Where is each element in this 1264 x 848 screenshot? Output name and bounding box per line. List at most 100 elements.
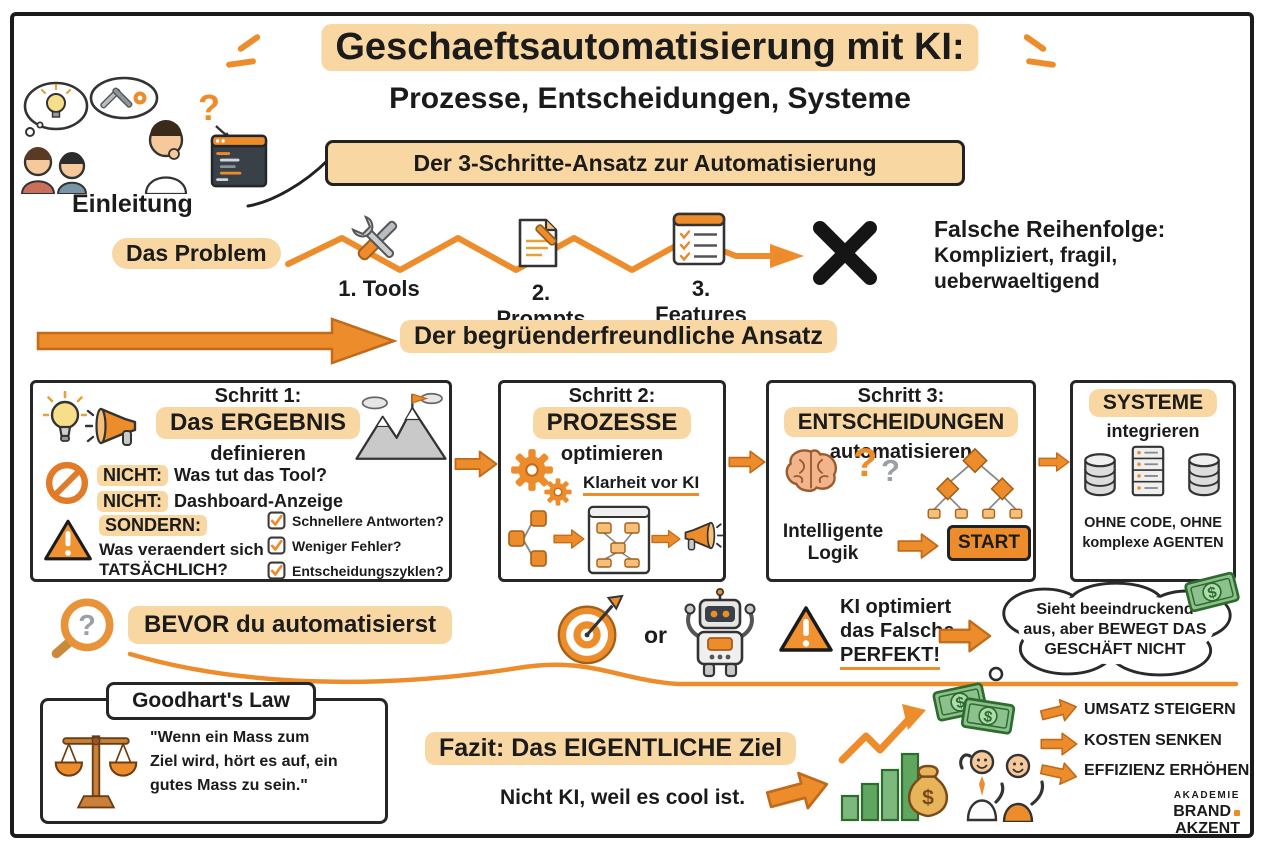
step1-title: Das ERGEBNIS	[155, 407, 361, 439]
step1-nicht1-text: Was tut das Tool?	[174, 465, 327, 485]
step-arrow-icon	[454, 446, 498, 482]
or-label: or	[644, 622, 667, 648]
fazit-subtitle: Nicht KI, weil es cool ist.	[500, 786, 746, 809]
wrong-order-line2: ueberwaeltigend	[934, 270, 1100, 293]
tools-icon	[348, 212, 406, 270]
step3-heading: Schritt 3:	[857, 385, 945, 407]
step2-note: Klarheit vor KI	[583, 473, 700, 496]
step1-box: Schritt 1: Das ERGEBNIS definieren NICHT…	[30, 380, 452, 582]
arrow-icon	[897, 529, 939, 563]
outcome-arrow-icon	[1040, 731, 1078, 757]
outcome-umsatz: UMSATZ STEIGERN	[1084, 701, 1236, 718]
intro-question-mark: ?	[198, 87, 220, 128]
step4-box: SYSTEME integrieren OHNE CODE, OHNE komp…	[1070, 380, 1236, 582]
dollar-bill-icon	[960, 696, 1016, 736]
goodhart-quote-line3: gutes Mass zu sein."	[150, 777, 308, 794]
outcome-effizienz: EFFIZIENZ ERHÖHEN	[1084, 762, 1250, 779]
lightbulb-icon	[43, 391, 87, 443]
intro-illustration: ?	[20, 76, 268, 194]
approach-label: Der begrüenderfreundliche Ansatz	[400, 320, 837, 353]
title-spark-icon	[236, 33, 262, 53]
intro-label: Einleitung	[72, 190, 193, 218]
bevor-warn-line3: PERFEKT!	[840, 644, 940, 670]
bubble-line1: Sieht beeindruckend	[1036, 601, 1194, 618]
brand-logo: AKADEMIE BRAND AKZENT	[1128, 788, 1240, 837]
scales-icon	[52, 726, 140, 814]
checkbox-icon	[267, 511, 286, 530]
question-mark: ?	[853, 441, 878, 485]
step4-note-line2: komplexe AGENTEN	[1082, 535, 1224, 551]
question-mark: ?	[881, 453, 900, 488]
title-spark-icon	[1022, 33, 1048, 53]
step1-nicht-label: NICHT:	[97, 465, 168, 486]
logo-mid: BRAND	[1173, 803, 1231, 820]
celebrating-people-icon	[952, 738, 1048, 822]
goodhart-quote-line1: "Wenn ein Mass zum	[150, 729, 310, 746]
database-icon	[1081, 451, 1119, 497]
step1-check-item: Weniger Fehler?	[292, 537, 402, 554]
step3-subtitle: automatisieren	[829, 441, 973, 463]
no-sign-icon	[45, 461, 89, 505]
server-icon	[1131, 443, 1165, 499]
bevor-label: BEVOR du automatisierst	[128, 606, 453, 644]
warning-icon	[43, 517, 93, 563]
swoosh-line	[127, 651, 1239, 687]
decision-tree-icon	[927, 447, 1023, 519]
step2-title: PROZESSE	[532, 407, 692, 439]
magnifier-icon	[44, 590, 124, 670]
step2-box: Schritt 2: PROZESSE optimieren Klarheit …	[498, 380, 726, 582]
step1-subtitle: definieren	[210, 443, 306, 465]
page-subtitle: Prozesse, Entscheidungen, Systeme	[389, 82, 911, 115]
step1-nicht-label: NICHT:	[97, 491, 168, 512]
bevor-warn-line1: KI optimiert	[840, 596, 952, 618]
connector-curve	[246, 158, 330, 208]
problem-label: Das Problem	[112, 238, 281, 269]
step1-sondern-line2: TATSÄCHLICH?	[99, 560, 228, 579]
checkbox-icon	[267, 536, 286, 555]
prompt-document-icon	[514, 216, 560, 270]
big-arrow-icon	[36, 317, 398, 365]
outcome-kosten: KOSTEN SENKEN	[1084, 732, 1222, 749]
step1-sondern-label: SONDERN:	[99, 515, 208, 536]
step-arrow-icon	[1038, 448, 1070, 476]
logo-top: AKADEMIE	[1173, 790, 1240, 801]
step1-check-item: Entscheidungszyklen?	[292, 562, 444, 579]
money-bag-icon	[902, 764, 954, 820]
logo-accent-icon	[1234, 810, 1240, 816]
three-step-banner: Der 3-Schritte-Ansatz zur Automatisierun…	[325, 140, 965, 186]
step1-nicht2-text: Dashboard-Anzeige	[174, 491, 344, 511]
process-flow-illustration	[508, 505, 723, 575]
features-checklist-icon	[672, 212, 726, 266]
problem-item-tools: 1. Tools	[338, 276, 420, 301]
step1-sondern-line1: Was veraendert sich	[99, 540, 264, 559]
step1-heading: Schritt 1:	[214, 385, 302, 407]
bubble-line2: aus, aber BEWEGT DAS	[1023, 621, 1207, 638]
brain-icon	[781, 447, 841, 495]
bubble-line3: GESCHÄFT NICHT	[1044, 641, 1186, 658]
warning-icon	[778, 604, 834, 654]
step2-heading: Schritt 2:	[568, 385, 656, 407]
mountain-flag-icon	[353, 387, 449, 465]
x-mark-icon	[813, 221, 877, 285]
step1-check-item: Schnellere Antworten?	[292, 512, 444, 529]
arrow-icon	[761, 762, 834, 821]
step4-title: SYSTEME	[1088, 389, 1218, 417]
robot-icon	[678, 588, 762, 680]
step3-note-line1: Intelligente	[782, 521, 884, 542]
start-button: START	[947, 525, 1031, 561]
page-title: Geschaeftsautomatisierung mit KI:	[321, 24, 979, 71]
wrong-order-line1: Kompliziert, fragil,	[934, 244, 1118, 267]
database-icon	[1185, 451, 1223, 497]
step2-subtitle: optimieren	[560, 443, 664, 465]
goodhart-quote-line2: Ziel wird, hört es auf, ein	[150, 753, 338, 770]
checkbox-icon	[267, 561, 286, 580]
target-icon	[552, 594, 626, 668]
step3-box: Schritt 3: ENTSCHEIDUNGEN automatisieren…	[766, 380, 1036, 582]
goodhart-title: Goodhart's Law	[106, 682, 316, 720]
title-spark-icon	[225, 57, 257, 69]
step3-title: ENTSCHEIDUNGEN	[783, 407, 1019, 437]
megaphone-icon	[85, 405, 141, 451]
step4-subtitle: integrieren	[1106, 421, 1200, 441]
bevor-warn-line2: das Falsche	[840, 620, 955, 642]
